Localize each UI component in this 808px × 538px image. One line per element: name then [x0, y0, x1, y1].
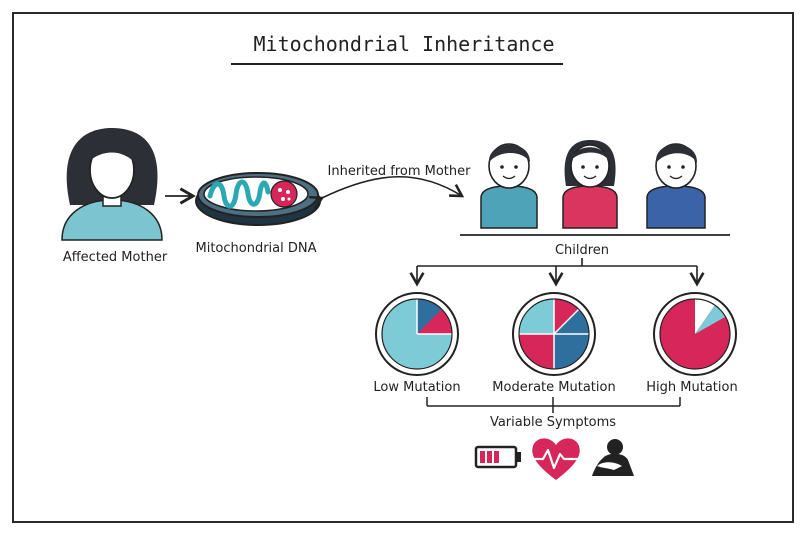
child-boy-blue-icon	[646, 143, 706, 229]
diagram-frame	[12, 12, 794, 523]
symptoms-bracket	[426, 397, 681, 413]
mother-icon	[61, 128, 163, 241]
children-label: Children	[554, 243, 610, 258]
mtdna-label: Mitochondrial DNA	[195, 241, 317, 256]
branch-arrows	[409, 258, 705, 287]
pie-high-mutation	[653, 292, 737, 376]
distressed-person-icon	[592, 439, 634, 476]
child-girl-pink-icon	[562, 140, 618, 229]
pie-low-mutation	[375, 292, 459, 376]
diagram-title: Mitochondrial Inheritance	[253, 32, 555, 56]
title-underline	[231, 63, 563, 65]
child-boy-teal-icon	[480, 143, 538, 229]
mother-label: Affected Mother	[62, 250, 168, 265]
inheritance-arrow	[309, 176, 465, 210]
inherited-label: Inherited from Mother	[327, 164, 471, 179]
mitochondrion-icon	[195, 172, 321, 226]
pie-moderate-mutation	[512, 292, 596, 376]
low-mutation-label: Low Mutation	[373, 380, 461, 395]
moderate-mutation-label: Moderate Mutation	[492, 380, 616, 395]
symptoms-label: Variable Symptoms	[489, 415, 617, 430]
high-mutation-label: High Mutation	[646, 380, 738, 395]
low-battery-icon	[474, 445, 521, 469]
heart-rate-icon	[530, 438, 582, 480]
